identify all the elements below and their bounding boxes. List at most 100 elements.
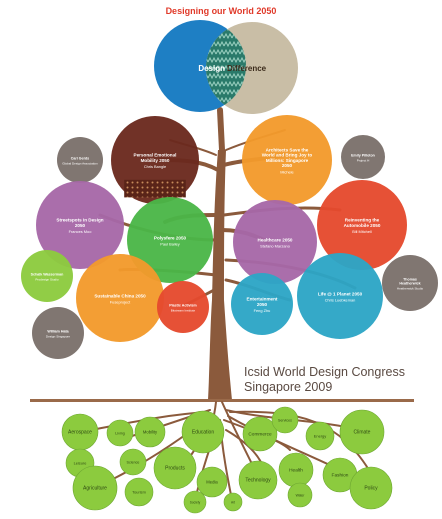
root-bubble: Technology [238, 460, 278, 500]
root-bubble: Energy [305, 421, 335, 451]
root-bubble: Services [271, 406, 299, 434]
bubble-person: Prodesign Studio [35, 278, 59, 282]
bubble-circle [57, 137, 103, 183]
root-bubble: Mobility [134, 416, 166, 448]
bubble-title: Schalk Wasserman [31, 272, 64, 276]
bubble-circle [36, 181, 124, 269]
bubble-circle [32, 307, 84, 359]
root-label: Tourism [132, 490, 146, 495]
root-label: Leisure [74, 461, 87, 466]
bubble-circle [297, 253, 383, 339]
root-bubble: Agriculture [72, 465, 118, 511]
bubble-circle [382, 255, 438, 311]
root-bubble: Art [223, 492, 243, 512]
root-label: Living [115, 432, 124, 436]
root-label: Products [165, 466, 185, 472]
bubble-person: Fuseproject [110, 300, 131, 305]
bubble-title: Life @ 1 Planet 2050 [318, 291, 363, 296]
root-bubble: Commerce [242, 416, 278, 452]
bubble-title: Emily Pilloton [351, 153, 375, 157]
bubble-circle [21, 250, 73, 302]
bubble-circle [231, 273, 293, 335]
bubble-person: Chris Luebkeman [325, 298, 356, 303]
root-circle [183, 490, 207, 514]
congress-line2: Singapore 2009 [244, 380, 332, 394]
root-bubble: Society [183, 490, 207, 514]
root-bubble: Water [287, 482, 313, 508]
ground-line [30, 399, 414, 402]
root-circle [124, 477, 154, 507]
design-label: Design [198, 64, 225, 73]
root-circle [196, 466, 228, 498]
root-label: Media [206, 480, 218, 485]
bubble-person: Design Singapore [46, 335, 71, 339]
root-circle [106, 419, 134, 447]
root-label: Climate [354, 430, 371, 436]
difference-label: Difference [227, 64, 267, 73]
bubble-title: Polysfere 2050 [154, 235, 187, 240]
root-label: Society [190, 501, 201, 505]
root-label: Aerospace [68, 430, 92, 436]
root-label: Art [231, 501, 235, 505]
root-circle [72, 465, 118, 511]
root-circle [223, 492, 243, 512]
bubble-person: Bitstream Institute [171, 309, 196, 313]
root-label: Energy [314, 434, 326, 439]
root-label: Water [296, 494, 306, 498]
root-circle [271, 406, 299, 434]
diagram-title: Designing our World 2050 [166, 6, 277, 16]
root-circle [349, 466, 393, 510]
root-circle [305, 421, 335, 451]
root-circle [287, 482, 313, 508]
bubble-circle [76, 254, 164, 342]
root-bubbles: Aerospace Living Mobility Education Commerce… [61, 406, 393, 514]
bubble-circle [317, 180, 407, 270]
root-label: Fashion [332, 473, 349, 479]
root-bubble: Aerospace [61, 413, 99, 451]
root-label: Commerce [248, 432, 272, 438]
root-circle [153, 446, 197, 490]
bubble-person: Frances Moo [69, 229, 93, 234]
root-label: Policy [364, 486, 378, 492]
bubble-pattern [124, 179, 186, 198]
bubble-person: Stefano Marzano [260, 244, 291, 249]
bubble-person: Michele [280, 170, 293, 175]
root-circle [339, 409, 385, 455]
root-circle [181, 410, 225, 454]
root-bubble: Media [196, 466, 228, 498]
bubble-circle [233, 200, 317, 284]
root-bubble: Living [106, 419, 134, 447]
root-circle [242, 416, 278, 452]
bubble-circle [341, 135, 385, 179]
root-label: Technology [245, 478, 271, 484]
root-bubble: Education [181, 410, 225, 454]
bubble-person: Global Design Association [62, 162, 98, 166]
root-label: Education [192, 430, 214, 436]
bubble-title: Plastic Activism [169, 303, 196, 307]
bubble-title: William Hata [47, 329, 69, 333]
bubble-circle [157, 281, 209, 333]
root-label: Agriculture [83, 486, 107, 492]
bubble-person: Feng Zhu [254, 308, 271, 313]
bubble-person: Chris Bangle [144, 164, 166, 169]
root-bubble: Science [119, 448, 147, 476]
difference-circle [206, 22, 298, 114]
root-label: Health [289, 468, 303, 474]
bubble-title: Healthcare 2050 [258, 237, 293, 242]
root-bubble: Climate [339, 409, 385, 455]
root-bubble: Policy [349, 466, 393, 510]
